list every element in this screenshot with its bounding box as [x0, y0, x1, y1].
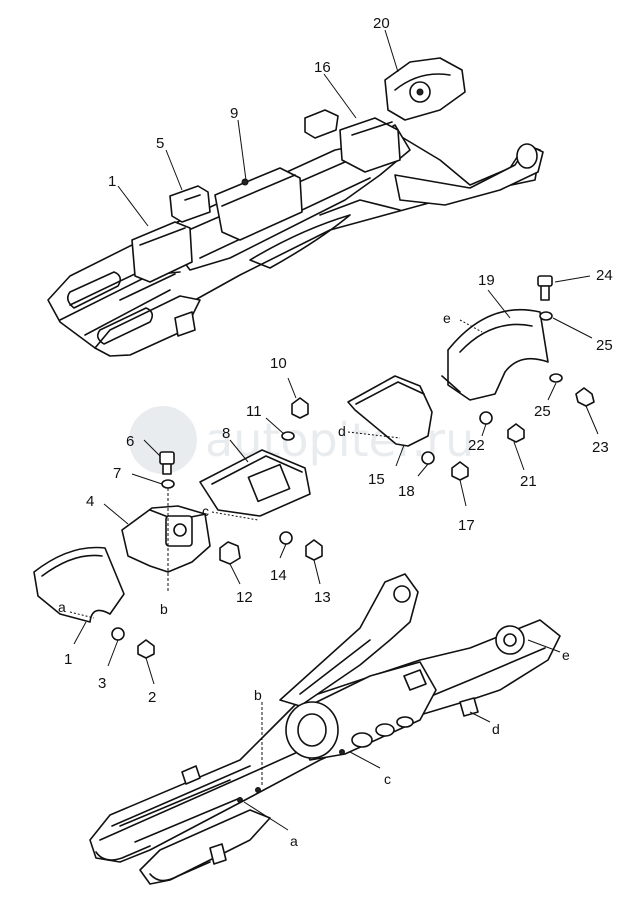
- callout-12: 12: [236, 589, 253, 606]
- part-22-nut: 22: [468, 411, 493, 454]
- ref-b-bottom: b: [254, 687, 262, 703]
- part-12-nut: 12: [219, 541, 253, 606]
- callout-19: 19: [478, 272, 495, 289]
- ref-c-mid: c: [202, 503, 209, 519]
- callout-21: 21: [520, 473, 537, 490]
- bottom-refs: b a c d e: [243, 639, 570, 849]
- top-frame-assembly: [47, 57, 544, 357]
- callout-4: 4: [86, 493, 94, 510]
- callout-6: 6: [126, 433, 134, 450]
- bottom-frame-lower: [139, 809, 271, 885]
- part-25-washer-upper: 25: [539, 311, 613, 354]
- top-frame-body: [47, 129, 541, 351]
- callout-14: 14: [270, 567, 287, 584]
- callout-16: 16: [314, 59, 331, 76]
- callout-15: 15: [368, 471, 385, 488]
- ref-d-top: d: [338, 423, 346, 439]
- callout-24: 24: [596, 267, 613, 284]
- callout-17: 17: [458, 517, 475, 534]
- part-24-bolt: 24: [537, 267, 613, 301]
- bottom-frame-arm: [279, 573, 419, 707]
- ref-d-bottom: d: [492, 721, 500, 737]
- part-3-nut: 3: [98, 627, 125, 692]
- part-15-bracket: 15 d: [338, 375, 433, 488]
- callout-25b: 25: [534, 403, 551, 420]
- part-17-bolt: 17: [451, 461, 475, 534]
- top-cover-9: [214, 167, 303, 241]
- part-11-washer: 11: [246, 403, 295, 441]
- ref-e-bottom: e: [562, 647, 570, 663]
- top-frame-arm: [394, 144, 544, 206]
- bottom-frame-assembly: [89, 573, 561, 885]
- part-18-nut: 18: [398, 451, 435, 500]
- callout-20: 20: [373, 15, 390, 32]
- callout-9: 9: [230, 105, 238, 122]
- callout-8: 8: [222, 425, 230, 442]
- callout-18: 18: [398, 483, 415, 500]
- callout-11: 11: [246, 403, 262, 420]
- part-13-bolt: 13: [305, 539, 331, 606]
- callout-3: 3: [98, 675, 106, 692]
- part-4-bracket: 4: [86, 493, 211, 573]
- ref-a-bottom: a: [290, 833, 298, 849]
- callout-1-lower: 1: [64, 651, 72, 668]
- callout-7: 7: [113, 465, 121, 482]
- ref-b-mid: b: [160, 601, 168, 617]
- callout-25a: 25: [596, 337, 613, 354]
- ref-c-bottom: c: [384, 771, 391, 787]
- ref-e-top: e: [443, 310, 451, 326]
- callout-5: 5: [156, 135, 164, 152]
- callout-23: 23: [592, 439, 609, 456]
- part-21-bolt: 21: [507, 423, 537, 490]
- part-8-plate: 8 c: [199, 425, 311, 521]
- part-19-cover: 19 e: [441, 272, 549, 401]
- top-cover-1: [131, 221, 193, 283]
- top-callouts: 1 5 9 16 20: [108, 15, 399, 227]
- callout-2: 2: [148, 689, 156, 706]
- callout-10: 10: [270, 355, 287, 372]
- callout-1: 1: [108, 173, 116, 190]
- part-2-bolt: 2: [137, 639, 156, 706]
- part-6-bolt: 6: [126, 433, 175, 475]
- callout-13: 13: [314, 589, 331, 606]
- part-10-bolt: 10: [270, 355, 309, 419]
- part-1-cover: a 1: [33, 546, 125, 668]
- top-clamp-16: [339, 117, 401, 173]
- part-25-washer-lower: 25: [534, 373, 563, 420]
- ref-a-left: a: [58, 599, 66, 615]
- callout-22: 22: [468, 437, 485, 454]
- part-23-bolt: 23: [575, 387, 609, 456]
- part-14-nut: 14: [270, 531, 293, 584]
